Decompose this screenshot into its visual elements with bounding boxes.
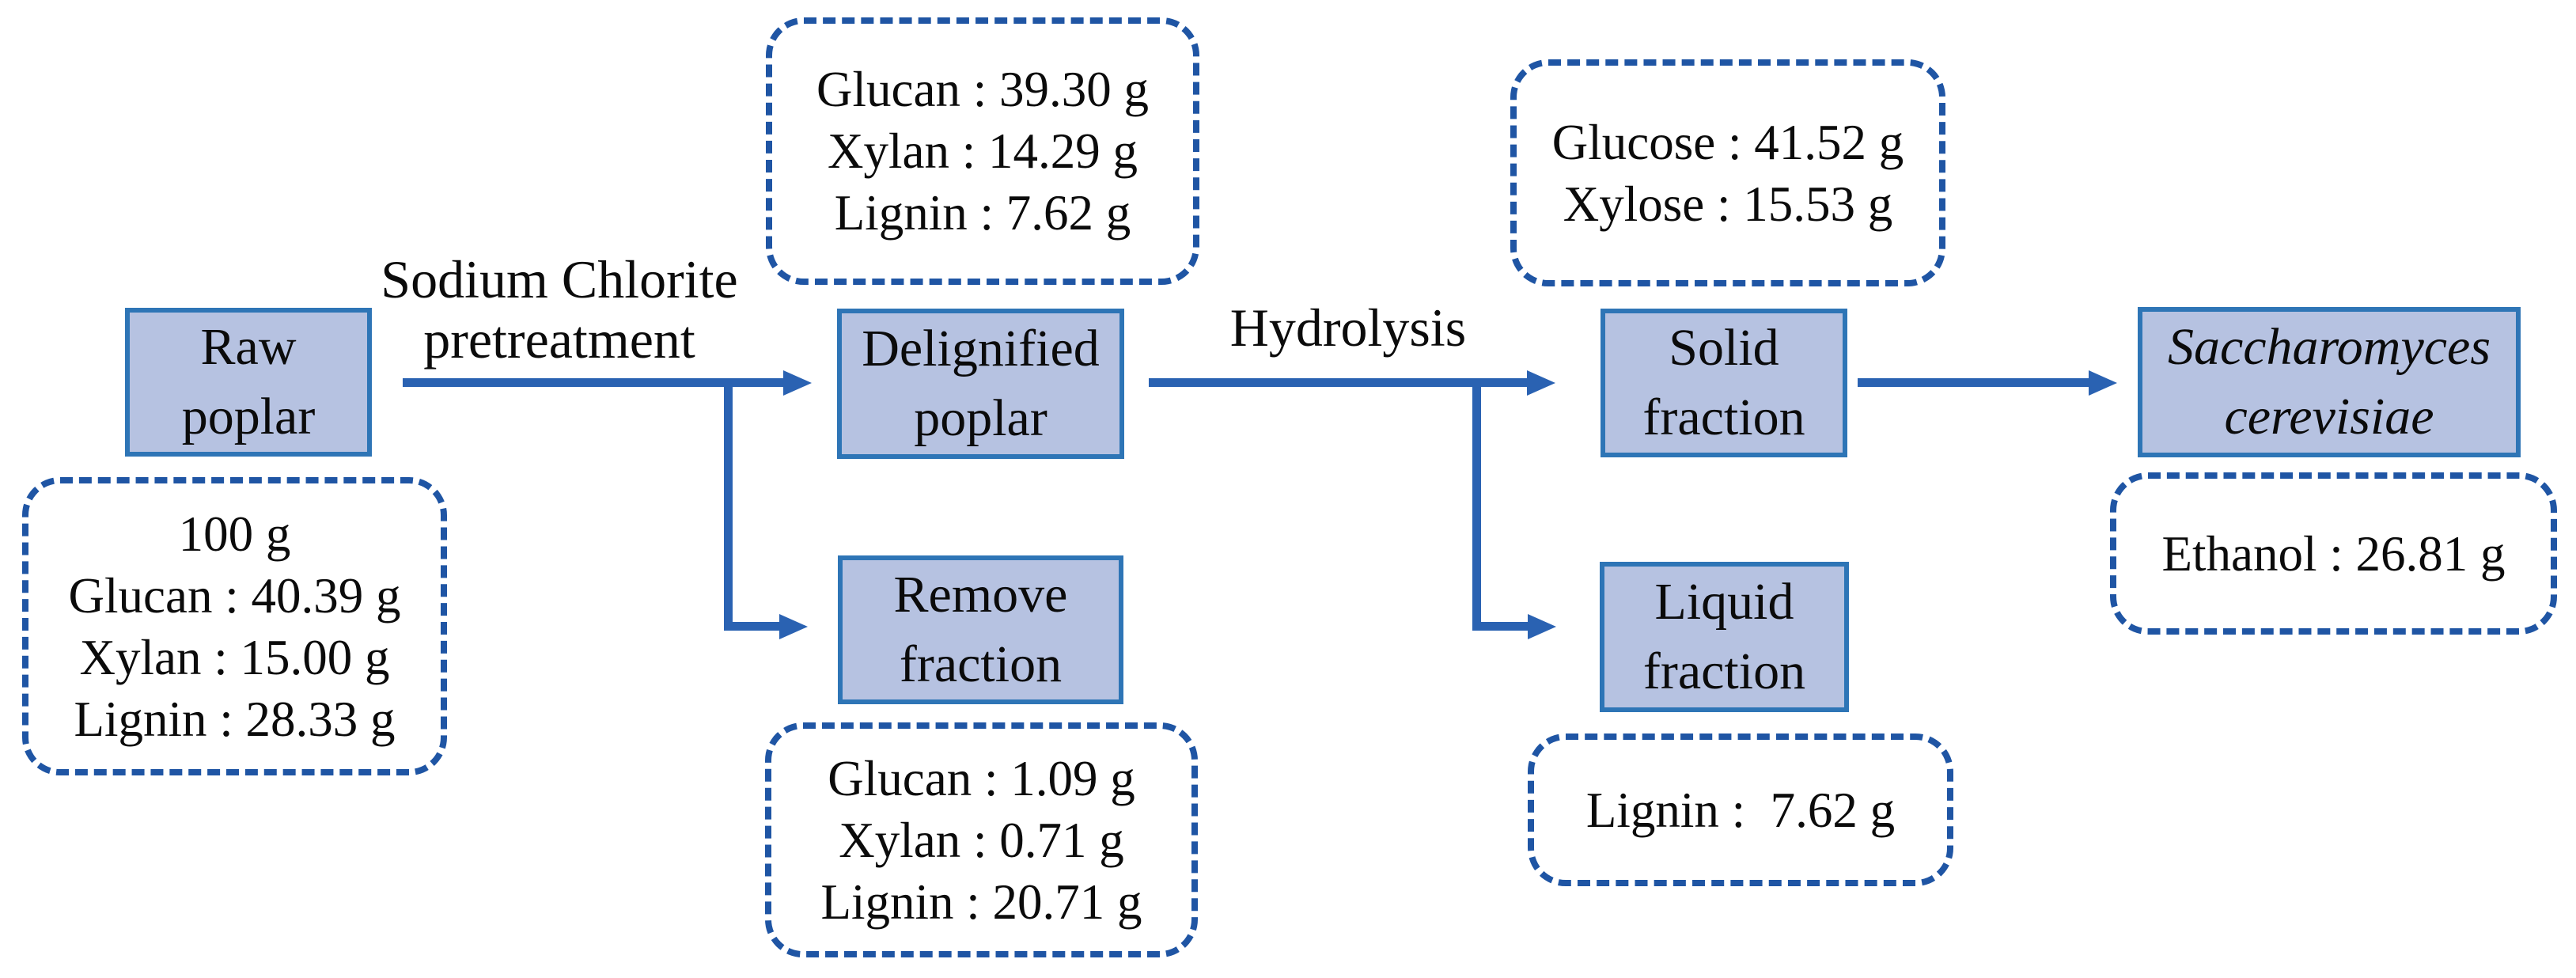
annotation-line: Xylan : 0.71 g (839, 812, 1124, 868)
box-label-line: poplar (914, 389, 1047, 447)
arrow-shaft (1858, 378, 2089, 387)
annotation-line: Lignin : 7.62 g (1585, 782, 1896, 838)
annotation-line: Glucose : 41.52 g (1551, 114, 1904, 170)
annotation-line: Glucan : 40.39 g (68, 567, 401, 624)
annotation-line: Glucan : 39.30 g (816, 62, 1149, 117)
arrow-shaft (1149, 378, 1527, 387)
annotation-line: Xylan : 14.29 g (828, 123, 1138, 179)
flow-box-liquid-fraction: Liquid fraction (1600, 562, 1849, 712)
flow-box-delignified-poplar: Delignified poplar (837, 309, 1124, 459)
flow-box-remove-fraction: Remove fraction (838, 555, 1123, 704)
arrow-shaft (403, 378, 783, 387)
annotation-line: Glucan : 1.09 g (828, 750, 1135, 806)
annotation-solid-fraction-sugars: Glucose : 41.52 g Xylose : 15.53 g (1510, 59, 1945, 286)
arrow-label-line: Sodium Chlorite (381, 249, 738, 309)
box-label-line: Remove (893, 566, 1068, 624)
box-label-line: fraction (899, 635, 1063, 693)
box-label-line: Saccharomyces (2167, 318, 2491, 376)
annotation-line: Xylose : 15.53 g (1563, 176, 1893, 232)
arrowhead-right-icon (779, 614, 808, 639)
flow-box-solid-fraction: Solid fraction (1601, 309, 1847, 457)
annotation-raw-poplar-composition: 100 g Glucan : 40.39 g Xylan : 15.00 g L… (22, 477, 447, 775)
arrow-shaft (1472, 378, 1481, 631)
annotation-line: Xylan : 15.00 g (79, 629, 390, 685)
arrow-label-line: pretreatment (423, 309, 695, 370)
arrowhead-right-icon (783, 370, 812, 396)
annotation-remove-fraction-composition: Glucan : 1.09 g Xylan : 0.71 g Lignin : … (765, 722, 1198, 957)
arrow-label-hydrolysis: Hydrolysis (1190, 298, 1506, 358)
annotation-line: 100 g (178, 506, 291, 562)
box-label-line: Delignified (862, 320, 1100, 377)
box-label-line: cerevisiae (2224, 388, 2434, 445)
annotation-liquid-fraction-lignin: Lignin : 7.62 g (1528, 734, 1953, 886)
annotation-ethanol-yield: Ethanol : 26.81 g (2110, 472, 2557, 635)
box-label-line: Liquid (1654, 573, 1794, 631)
annotation-line: Lignin : 7.62 g (834, 185, 1131, 241)
annotation-line: Ethanol : 26.81 g (2161, 525, 2506, 582)
flow-box-raw-poplar: Raw poplar (125, 308, 372, 457)
arrowhead-right-icon (2089, 370, 2117, 396)
annotation-delignified-composition: Glucan : 39.30 g Xylan : 14.29 g Lignin … (766, 17, 1199, 285)
box-label-line: Raw (200, 318, 297, 376)
arrow-label-pretreatment: Sodium Chlorite pretreatment (322, 249, 797, 370)
arrowhead-right-icon (1527, 370, 1555, 396)
annotation-line: Lignin : 28.33 g (74, 691, 396, 747)
box-label-line: fraction (1642, 643, 1806, 700)
arrow-label-line: Hydrolysis (1229, 298, 1467, 358)
arrow-shaft (724, 622, 779, 631)
box-label-line: poplar (181, 388, 316, 445)
box-label-line: Solid (1669, 319, 1779, 377)
flow-box-saccharomyces-cerevisiae: Saccharomyces cerevisiae (2138, 307, 2521, 457)
box-label-line: fraction (1642, 389, 1805, 446)
arrow-shaft (1472, 622, 1528, 631)
arrow-shaft (724, 378, 733, 631)
arrowhead-right-icon (1528, 614, 1556, 639)
annotation-line: Lignin : 20.71 g (820, 874, 1142, 930)
